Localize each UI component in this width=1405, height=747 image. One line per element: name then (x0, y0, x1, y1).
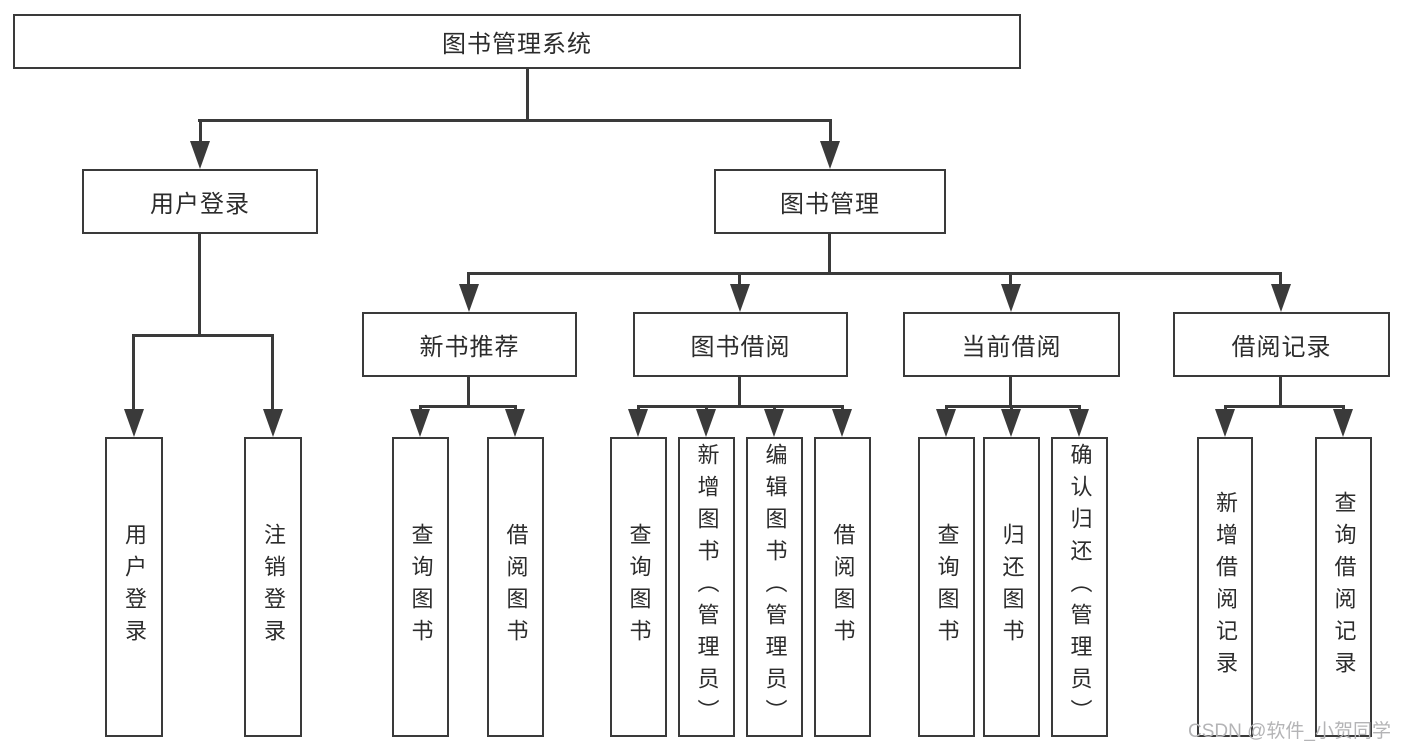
arrowhead-to-leaf-user-login (124, 409, 144, 437)
arrowhead-to-bb-add (696, 409, 716, 437)
node-book-management: 图书管理 (714, 169, 946, 234)
leaf-nb-query-books: 查询图书 (392, 437, 449, 737)
arrowhead-to-new-book (459, 284, 479, 312)
node-label: 查询图书 (934, 523, 960, 651)
node-label: 归还图书 (999, 523, 1025, 651)
arrowhead-to-nb-borrow (505, 409, 525, 437)
connector-user-login-split (132, 334, 274, 337)
connector-borrow-records-split (1224, 405, 1345, 408)
leaf-cb-return-books: 归还图书 (983, 437, 1040, 737)
arrowhead-to-book-management (820, 141, 840, 169)
node-book-borrow: 图书借阅 (633, 312, 848, 377)
leaf-nb-borrow-books: 借阅图书 (487, 437, 544, 737)
arrowhead-to-cb-return (1001, 409, 1021, 437)
node-user-login: 用户登录 (82, 169, 318, 234)
node-label: 借阅记录 (1231, 334, 1332, 361)
arrowhead-to-bb-edit (764, 409, 784, 437)
node-label: 新增图书（管理员） (694, 443, 720, 731)
connector-stem-new-book (467, 272, 470, 288)
node-label: 新增借阅记录 (1213, 491, 1238, 683)
connector-stem-leaf-logout (271, 334, 274, 414)
node-new-book-recommend: 新书推荐 (362, 312, 577, 377)
leaf-bb-borrow-books: 借阅图书 (814, 437, 871, 737)
connector-book-management-drop (828, 233, 831, 274)
connector-stem-book-borrow (738, 272, 741, 288)
node-current-borrow: 当前借阅 (903, 312, 1120, 377)
connector-book-management-split (467, 272, 1282, 275)
node-library-management-system: 图书管理系统 (13, 14, 1021, 69)
connector-stem-user-login (199, 119, 202, 145)
arrowhead-to-br-query (1333, 409, 1353, 437)
connector-stem-leaf-user-login (132, 334, 135, 414)
arrowhead-to-br-add (1215, 409, 1235, 437)
node-label: 用户登录 (122, 523, 147, 651)
leaf-user-login: 用户登录 (105, 437, 163, 737)
connector-stem-borrow-records (1279, 272, 1282, 288)
connector-borrow-records-drop (1279, 376, 1282, 408)
arrowhead-to-borrow-records (1271, 284, 1291, 312)
leaf-cb-query-books: 查询图书 (918, 437, 975, 737)
arrowhead-to-user-login (190, 141, 210, 169)
watermark-csdn: CSDN @软件_小贺同学 (1188, 721, 1391, 742)
connector-new-book-drop (467, 376, 470, 408)
node-label: 借阅图书 (830, 523, 856, 651)
leaf-br-add-record: 新增借阅记录 (1197, 437, 1253, 737)
leaf-cb-confirm-return-admin: 确认归还（管理员） (1051, 437, 1108, 737)
arrowhead-to-bb-query (628, 409, 648, 437)
node-label: 注销登录 (261, 523, 286, 651)
connector-new-book-split (419, 405, 517, 408)
node-borrow-records: 借阅记录 (1173, 312, 1390, 377)
connector-current-borrow-split (945, 405, 1081, 408)
connector-user-login-drop (198, 233, 201, 337)
leaf-br-query-record: 查询借阅记录 (1315, 437, 1372, 737)
connector-book-borrow-split (637, 405, 844, 408)
connector-root-split (198, 119, 832, 122)
leaf-logout: 注销登录 (244, 437, 302, 737)
node-label: 确认归还（管理员） (1067, 443, 1093, 731)
arrowhead-to-current-borrow (1001, 284, 1021, 312)
node-label: 图书管理系统 (442, 31, 592, 58)
arrowhead-to-leaf-logout (263, 409, 283, 437)
leaf-bb-add-books-admin: 新增图书（管理员） (678, 437, 735, 737)
leaf-bb-edit-books-admin: 编辑图书（管理员） (746, 437, 803, 737)
node-label: 借阅图书 (503, 523, 529, 651)
arrowhead-to-bb-borrow (832, 409, 852, 437)
node-label: 查询借阅记录 (1331, 491, 1357, 683)
arrowhead-to-cb-confirm (1069, 409, 1089, 437)
node-label: 图书管理 (780, 191, 880, 218)
leaf-bb-query-books: 查询图书 (610, 437, 667, 737)
node-label: 新书推荐 (419, 334, 520, 361)
connector-stem-current-borrow (1009, 272, 1012, 288)
node-label: 当前借阅 (961, 334, 1062, 361)
arrowhead-to-cb-query (936, 409, 956, 437)
node-label: 查询图书 (408, 523, 434, 651)
node-label: 用户登录 (150, 191, 250, 218)
node-label: 编辑图书（管理员） (762, 443, 788, 731)
connector-root-drop (526, 68, 529, 121)
arrowhead-to-book-borrow (730, 284, 750, 312)
node-label: 查询图书 (626, 523, 652, 651)
connector-current-borrow-drop (1009, 376, 1012, 408)
arrowhead-to-nb-query (410, 409, 430, 437)
node-label: 图书借阅 (690, 334, 791, 361)
connector-book-borrow-drop (738, 376, 741, 408)
connector-stem-book-management (829, 119, 832, 145)
